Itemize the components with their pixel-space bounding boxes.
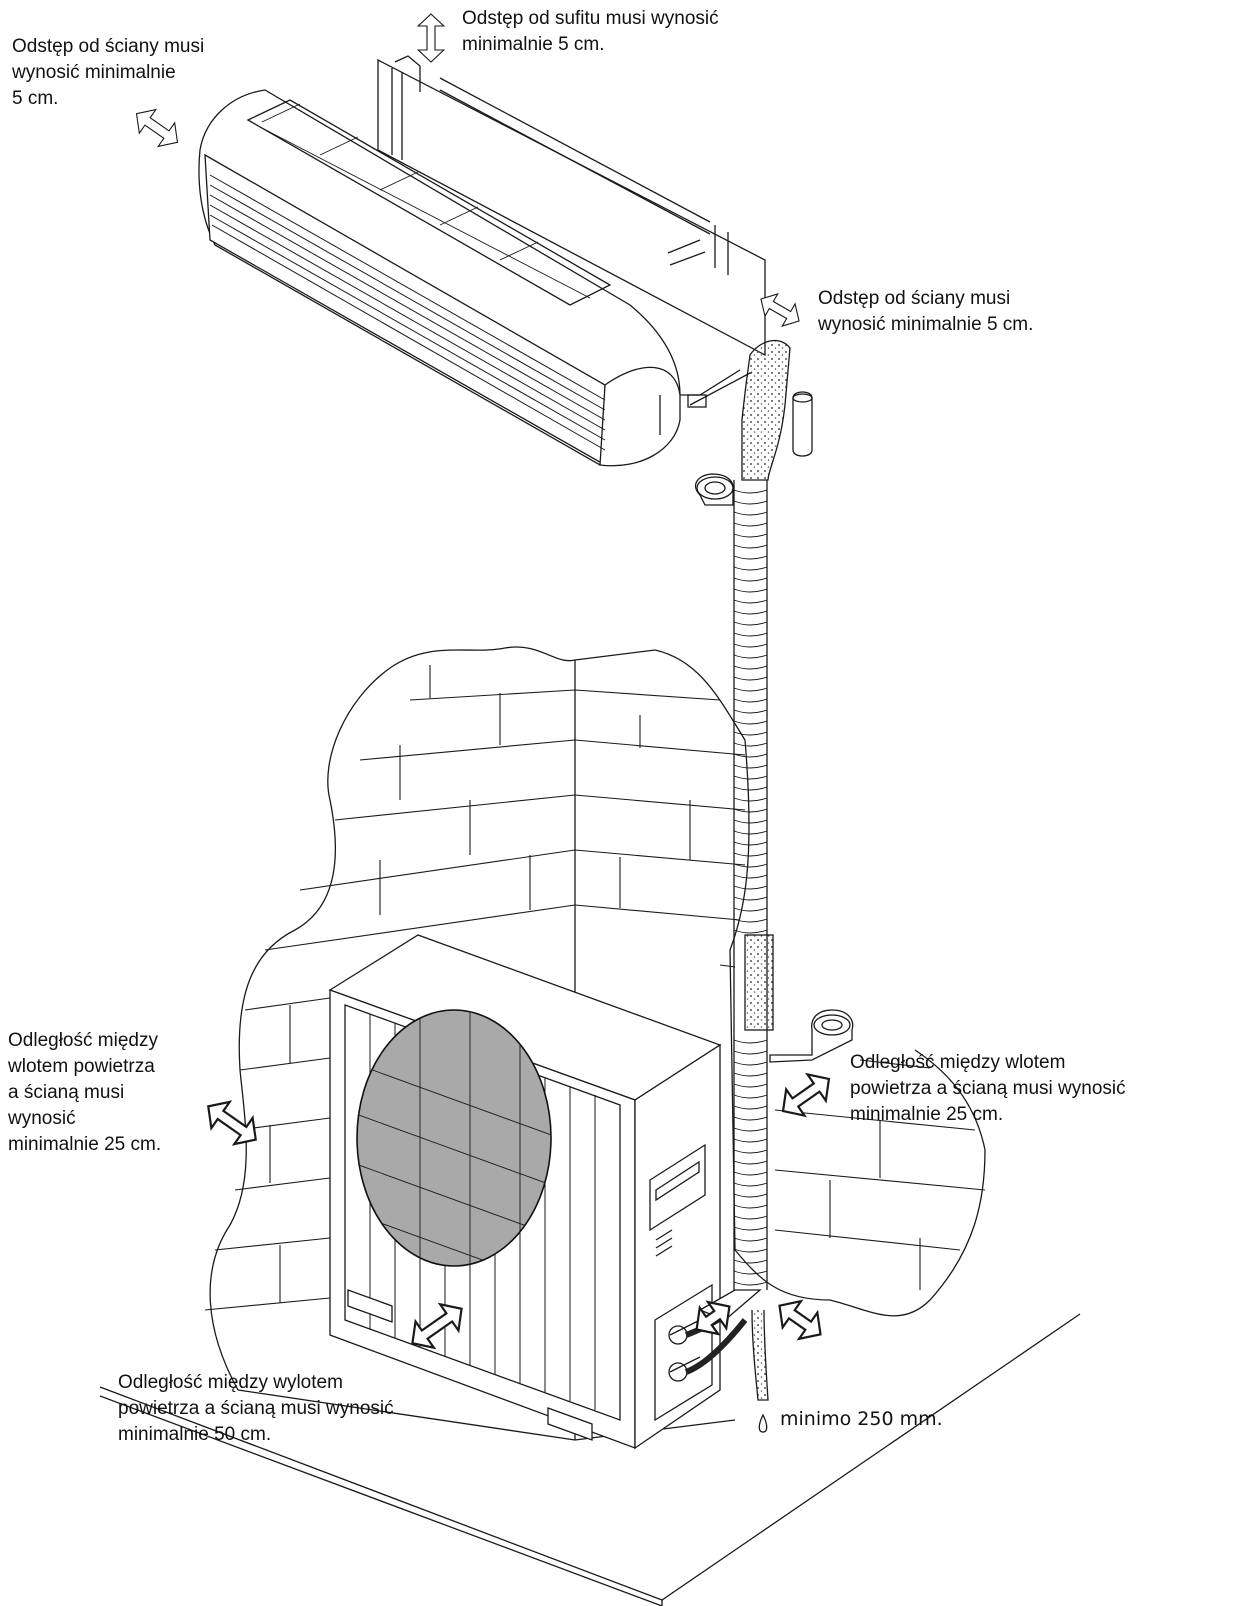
outdoor-unit <box>328 934 748 1450</box>
double-arrow-icon <box>778 1299 822 1341</box>
label-inlet-right: Odległość między wlotem powietrza a ścia… <box>850 1052 1126 1125</box>
label-drain: minimo 250 mm. <box>780 1408 943 1430</box>
label-inlet-left: Odległość między wlotem powietrza a ścia… <box>8 1030 162 1155</box>
double-arrow-icon <box>135 108 179 148</box>
double-arrow-icon <box>207 1100 257 1146</box>
double-arrow-icon <box>695 1300 731 1336</box>
water-drop-icon <box>758 1413 768 1433</box>
label-outlet: Odległość między wylotem powietrza a ści… <box>118 1372 394 1445</box>
brick-wall <box>204 646 986 1441</box>
double-arrow-icon <box>760 292 800 328</box>
label-wall-right: Odstęp od ściany musi wynosić minimalnie… <box>818 288 1034 335</box>
double-arrow-icon <box>781 1072 831 1118</box>
fan-disc <box>356 1009 552 1267</box>
label-ceiling: Odstęp od sufitu musi wynosić minimalnie… <box>462 8 719 55</box>
pipe-assembly <box>695 339 854 1433</box>
double-arrow-icon <box>416 13 446 63</box>
indoor-unit <box>198 55 766 467</box>
floor <box>99 1313 1081 1606</box>
double-arrow-icon <box>411 1302 463 1350</box>
label-wall-top-left: Odstęp od ściany musi wynosić minimalnie… <box>12 36 205 109</box>
